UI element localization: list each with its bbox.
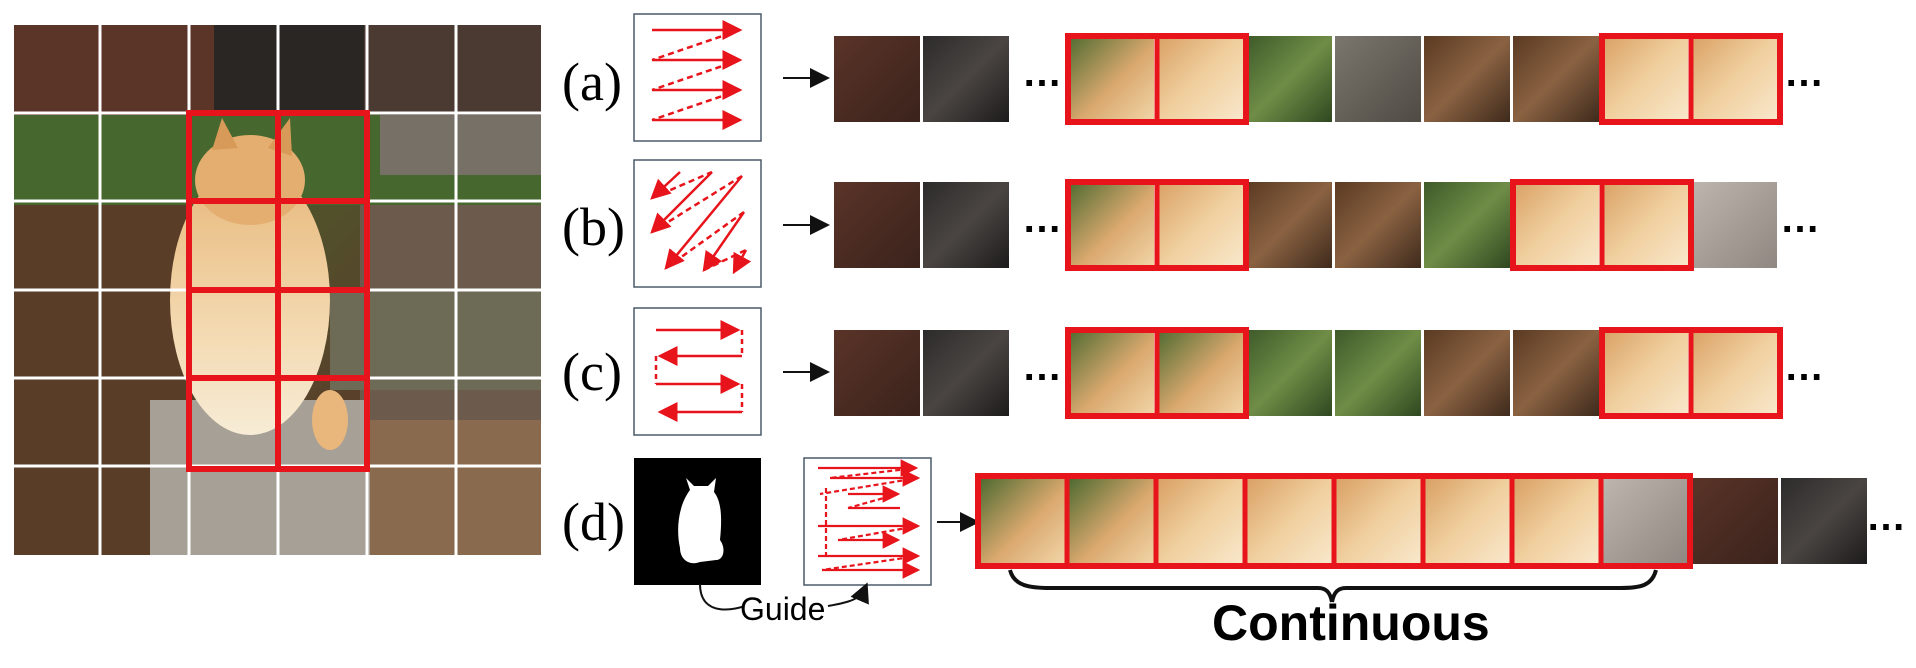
patch-sequences — [834, 33, 1867, 569]
patch-b-8 — [1513, 182, 1599, 268]
patch-a-1 — [834, 36, 920, 122]
patch-a-6 — [1335, 36, 1421, 122]
scan-pattern-snake-icon — [633, 307, 762, 436]
patch-a-10 — [1691, 36, 1777, 122]
patch-b-6 — [1335, 182, 1421, 268]
patch-d-2 — [1069, 478, 1155, 564]
patch-a-7 — [1424, 36, 1510, 122]
patch-a-3 — [1068, 36, 1154, 122]
patch-d-1 — [980, 478, 1066, 564]
ellipsis-d-end: … — [1866, 495, 1906, 539]
ellipsis-c-end: … — [1784, 345, 1824, 389]
ellipsis-a-end: … — [1784, 51, 1824, 95]
patch-c-2 — [923, 330, 1009, 416]
continuous-label: Continuous — [1212, 595, 1490, 651]
flow-arrows — [783, 68, 980, 532]
patch-d-6 — [1425, 478, 1511, 564]
source-image — [14, 25, 541, 555]
cat-region-highlight — [186, 110, 370, 472]
patch-b-5 — [1246, 182, 1332, 268]
ellipsis-c-mid: … — [1022, 345, 1062, 389]
patch-d-4 — [1247, 478, 1333, 564]
patch-b-3 — [1068, 182, 1154, 268]
guide-connector — [699, 582, 869, 611]
patch-b-4 — [1157, 182, 1243, 268]
patch-c-8 — [1513, 330, 1599, 416]
patch-a-9 — [1602, 36, 1688, 122]
row-label-d: (d) — [562, 492, 625, 552]
patch-d-10 — [1781, 478, 1867, 564]
guide-label: Guide — [740, 591, 825, 627]
patch-d-9 — [1692, 478, 1778, 564]
cat-mask-image — [634, 458, 761, 585]
scan-pattern-guided-icon — [803, 457, 932, 586]
patch-a-8 — [1513, 36, 1599, 122]
patch-c-4 — [1157, 330, 1243, 416]
patch-a-2 — [923, 36, 1009, 122]
patch-b-7 — [1424, 182, 1510, 268]
patch-b-9 — [1602, 182, 1688, 268]
patch-d-3 — [1158, 478, 1244, 564]
patch-b-1 — [834, 182, 920, 268]
scan-pattern-diagonal-icon — [633, 159, 762, 288]
ellipsis-a-mid: … — [1022, 51, 1062, 95]
row-label-c: (c) — [562, 342, 622, 402]
patch-d-7 — [1514, 478, 1600, 564]
continuous-brace — [1008, 569, 1658, 603]
patch-d-8 — [1603, 478, 1689, 564]
patch-c-1 — [834, 330, 920, 416]
scan-pattern-raster-icon — [633, 13, 762, 142]
patch-a-5 — [1246, 36, 1332, 122]
patch-b-10 — [1691, 182, 1777, 268]
patch-c-6 — [1335, 330, 1421, 416]
patch-c-3 — [1068, 330, 1154, 416]
patch-c-9 — [1602, 330, 1688, 416]
patch-d-5 — [1336, 478, 1422, 564]
ellipsis-b-mid: … — [1022, 197, 1062, 241]
patch-c-7 — [1424, 330, 1510, 416]
patch-a-4 — [1157, 36, 1243, 122]
patch-c-5 — [1246, 330, 1332, 416]
row-label-b: (b) — [562, 197, 625, 257]
patch-c-10 — [1691, 330, 1777, 416]
row-label-a: (a) — [562, 52, 622, 112]
ellipsis-b-end: … — [1780, 197, 1820, 241]
patch-b-2 — [923, 182, 1009, 268]
